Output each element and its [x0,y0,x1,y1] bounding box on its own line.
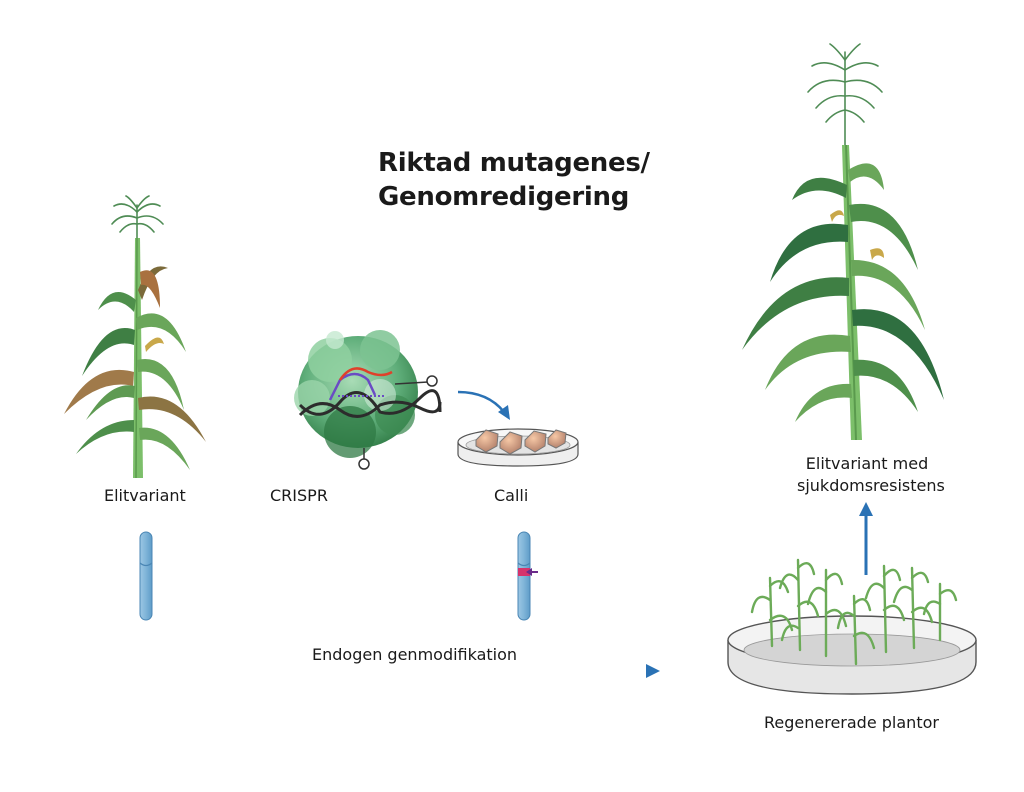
title-line-1: Riktad mutagenes/ [378,148,650,178]
resistant-plant-icon [742,43,944,441]
chromosome-edited-icon [517,531,538,621]
regenerated-dish-icon [727,558,977,695]
calli-dish-icon [457,428,579,467]
diagram-title: Riktad mutagenes/ Genomredigering [378,146,650,214]
label-calli: Calli [494,486,529,505]
label-elite: Elitvariant [104,486,186,505]
genmodification-arrow-icon [200,664,660,678]
label-arrow: Endogen genmodifikation [312,645,518,664]
label-result-line-1: Elitvariant med [805,454,929,473]
transfer-arrow-icon [457,390,505,413]
crispr-cas9-icon [294,330,442,470]
label-result-line-2: sjukdomsresistens [797,476,945,495]
up-arrow-icon [859,502,873,575]
chromosome-original-icon [139,531,153,621]
label-crispr: CRISPR [270,486,328,505]
title-line-2: Genomredigering [378,182,630,212]
elite-plant-icon [64,195,206,479]
label-result: Elitvariant med sjukdomsresistens [797,453,945,497]
label-regenerated: Regenererade plantor [764,713,939,732]
